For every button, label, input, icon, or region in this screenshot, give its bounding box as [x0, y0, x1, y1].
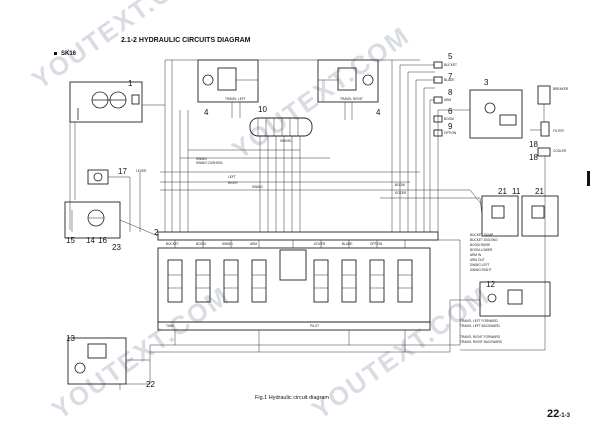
callout-3: 3	[484, 78, 489, 87]
bucket-section-label: BUCKET	[166, 242, 179, 246]
bucket-digging-label: BUCKET DIGGING	[470, 238, 498, 242]
boom-raise-label: BOOM RAISE	[470, 243, 490, 247]
bucket-dump-label: BUCKET DUMP	[470, 233, 493, 237]
dozer-section-label: DOZER	[314, 242, 326, 246]
callout-6: 6	[448, 107, 453, 116]
callout-5: 5	[448, 52, 453, 61]
watermark: YOUTEXT.COM	[226, 20, 415, 165]
callout-18-b: 18	[529, 153, 538, 162]
callout-13: 13	[66, 334, 75, 343]
callout-14: 14	[86, 236, 95, 245]
watermark: YOUTEXT.COM	[26, 0, 215, 95]
swing-section-label: SWING	[222, 242, 233, 246]
callout-16: 16	[98, 236, 107, 245]
pump-unit	[69, 81, 165, 230]
travel-left-forward-label: TRAVEL LEFT FORWARD	[460, 319, 499, 323]
boom-section-label: BOOM	[196, 242, 206, 246]
boom-label-2: BOOM	[444, 117, 454, 121]
figure-caption: Fig.1 Hydraulic circuit diagram	[255, 395, 329, 401]
swivel-label: SWIVEL	[280, 139, 292, 143]
arm-out-label: ARM OUT	[470, 258, 485, 262]
blade-section-label: BLADE	[342, 242, 352, 246]
swing-right-label: SWING RIGHT	[470, 268, 492, 272]
swing-label: SWING	[196, 157, 207, 161]
arm-in-label: ARM IN	[470, 253, 482, 257]
callout-1: 1	[128, 79, 133, 88]
callout-4-left: 4	[204, 108, 209, 117]
callout-22: 22	[146, 380, 155, 389]
callout-23: 23	[112, 243, 121, 252]
left-label: LEFT	[228, 175, 236, 179]
control-valve: BUCKET BOOM SWING ARM DOZER BLADE OPTION…	[157, 231, 439, 331]
option-section-label: OPTION	[370, 242, 383, 246]
page-number: 22-1-3	[547, 408, 570, 420]
swing-motor	[67, 337, 151, 390]
callout-9: 9	[448, 122, 453, 131]
model-tag: SK16	[54, 51, 76, 57]
travel-right-label: TRAVEL RIGHT	[340, 97, 363, 101]
callout-17: 17	[118, 167, 127, 176]
travel-right-backward-label: TRAVEL RIGHT BACKWARD	[460, 340, 503, 344]
return-lines	[150, 239, 545, 353]
filter-label: FILTER	[553, 129, 564, 133]
callout-10: 10	[258, 105, 267, 114]
blade-label: BLADE	[444, 78, 454, 82]
spool-sections	[167, 249, 413, 303]
hose-bundle	[160, 59, 480, 232]
breaker-label: BREAKER	[553, 87, 569, 91]
boom-lower-label: BOOM LOWER	[470, 248, 493, 252]
page-number-main: 22	[547, 408, 560, 420]
swing-label-2: SWING	[252, 185, 263, 189]
edge-tab-mark	[587, 171, 590, 186]
travel-motor-left: TRAVEL LEFT	[197, 59, 259, 103]
travel-left-label: TRAVEL LEFT	[225, 97, 246, 101]
model-name: SK16	[61, 51, 77, 57]
arm-label: ARM	[444, 98, 451, 102]
page-title: 2.1-2 HYDRAULIC CIRCUITS DIAGRAM	[121, 37, 251, 44]
swing-left-label: SWING LEFT	[470, 263, 490, 267]
remote-control-valves	[469, 189, 559, 237]
tank-label: TANK	[166, 324, 175, 328]
bullet-square	[54, 51, 57, 55]
bucket-label: BUCKET	[444, 63, 457, 67]
callout-15: 15	[66, 236, 75, 245]
lever-label: LEVER	[136, 169, 147, 173]
boom-label: BOOM	[395, 183, 405, 187]
page-number-sub: -1-3	[559, 413, 570, 419]
callout-4-right: 4	[376, 108, 381, 117]
pilot-label: PILOT	[310, 324, 319, 328]
callout-8: 8	[448, 88, 453, 97]
travel-left-backward-label: TRAVEL LEFT BACKWARD	[460, 324, 501, 328]
callout-21-left: 21	[498, 187, 507, 196]
travel-pilot-valve: TRAVEL LEFT FORWARD TRAVEL LEFT BACKWARD…	[460, 281, 551, 344]
right-label: RIGHT	[228, 181, 238, 185]
arm-section-label: ARM	[250, 242, 257, 246]
cooler-label: COOLER	[553, 149, 567, 153]
boom-cylinder-group	[64, 169, 159, 239]
swivel-joint: SWIVEL	[249, 117, 313, 143]
option-label: OPTION	[444, 131, 457, 135]
dozer-label: DOZER	[395, 191, 407, 195]
pilot-valve-block	[445, 89, 523, 139]
callout-21-right: 21	[535, 187, 544, 196]
callout-2: 2	[154, 228, 159, 237]
accumulator-group: BREAKER FILTER COOLER	[530, 85, 569, 350]
swing-cushion-label: SWING CUSHION	[196, 161, 223, 165]
callout-12: 12	[486, 280, 495, 289]
control-function-legend: BUCKET DUMP BUCKET DIGGING BOOM RAISE BO…	[470, 233, 498, 272]
callout-numbers: 1 2 3 4 4 5 6 7 8 9 10 11 12 13 14 15 16…	[66, 52, 544, 389]
callout-7: 7	[448, 72, 453, 81]
callout-18-a: 18	[529, 140, 538, 149]
callout-11: 11	[512, 187, 521, 196]
pilot-switches: BUCKET BLADE ARM BOOM OPTION	[433, 61, 457, 137]
travel-right-forward-label: TRAVEL RIGHT FORWARD	[460, 335, 501, 339]
